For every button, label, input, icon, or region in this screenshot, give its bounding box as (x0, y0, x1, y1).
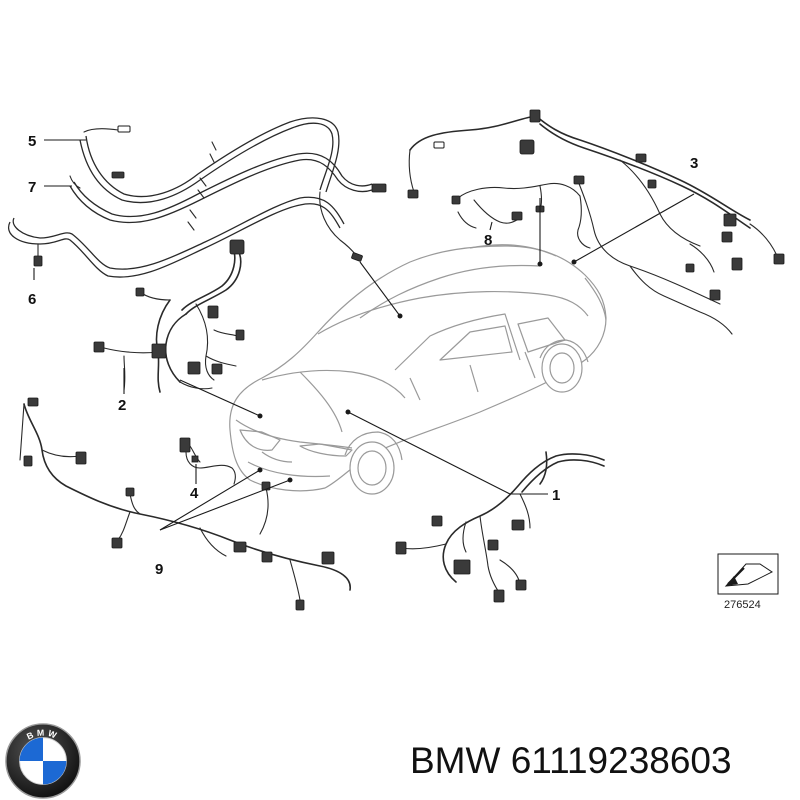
callout-4: 4 (190, 485, 199, 502)
bmw-logo-letters: BMW (25, 727, 58, 741)
harness-3 (407, 109, 785, 335)
callout-numbers: 1 2 3 4 5 6 7 8 9 (28, 133, 698, 578)
reference-number: 276524 (724, 599, 761, 611)
part-caption: BMW 61119238603 (410, 740, 732, 782)
callout-2: 2 (118, 397, 126, 414)
callout-9: 9 (155, 561, 163, 578)
callout-1: 1 (552, 487, 560, 504)
bmw-logo: BMW (5, 723, 81, 799)
harness-9 (19, 397, 351, 611)
part-number: 61119238603 (510, 740, 732, 781)
brand-name: BMW (410, 740, 501, 781)
car-outline (229, 244, 607, 495)
reference-icon: 276524 (717, 553, 779, 611)
callout-3: 3 (690, 155, 698, 172)
harness-8 (451, 175, 591, 249)
callout-5: 5 (28, 133, 36, 150)
harness-4 (179, 437, 236, 485)
callout-6: 6 (28, 291, 36, 308)
harness-1 (395, 451, 605, 603)
svg-text:BMW: BMW (25, 727, 61, 741)
callout-7: 7 (28, 179, 36, 196)
harness-5-7-6 (8, 117, 387, 278)
callout-8: 8 (484, 232, 492, 249)
leader-lines (33, 139, 695, 531)
harness-2 (93, 239, 245, 393)
